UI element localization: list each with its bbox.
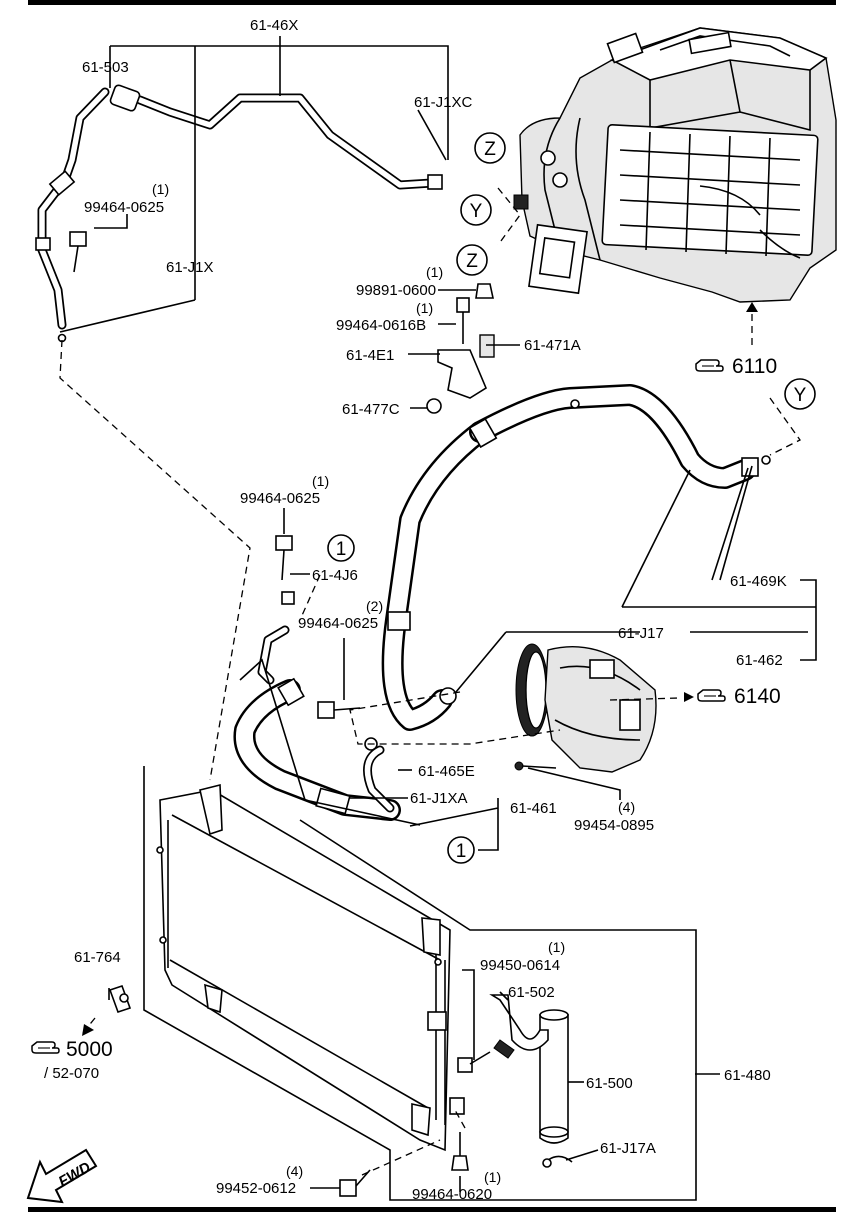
svg-text:Y: Y xyxy=(794,385,807,406)
qty-2: (2) xyxy=(366,598,383,614)
ref-6110[interactable]: 6110 xyxy=(695,355,777,378)
callout-y-right: Y xyxy=(784,378,816,410)
arrow-6140 xyxy=(684,692,694,702)
hose-61-j17 xyxy=(381,384,771,731)
svg-text:1: 1 xyxy=(456,841,467,862)
bolt-99464-0625-mid xyxy=(275,535,293,581)
bottom-frame-bar xyxy=(28,1207,836,1212)
callout-z-mid: Z xyxy=(456,244,488,276)
label-61-462: 61-462 xyxy=(736,652,783,669)
hose-61-j1xa xyxy=(233,591,401,821)
label-99452-0612: 99452-0612 xyxy=(216,1180,296,1197)
pointing-hand-icon xyxy=(31,1041,60,1054)
label-61-477c: 61-477C xyxy=(342,401,400,418)
top-frame-bar xyxy=(28,0,836,5)
qty-1f: (1) xyxy=(484,1169,501,1185)
label-99464-0625-b: 99464-0625 xyxy=(240,490,320,507)
pipe-61-46x xyxy=(109,84,443,190)
bracket-assembly xyxy=(426,283,495,414)
part-61-764 xyxy=(108,984,132,1014)
label-99464-0620: 99464-0620 xyxy=(412,1186,492,1203)
label-61-461: 61-461 xyxy=(510,800,557,817)
bolt-99454-0895 xyxy=(514,761,557,771)
callout-one-b: 1 xyxy=(447,836,475,864)
svg-text:Y: Y xyxy=(470,201,483,222)
bolt-99450-0614 xyxy=(457,1051,491,1073)
leader-lines xyxy=(59,36,817,1192)
label-61-j17a: 61-J17A xyxy=(600,1140,656,1157)
bolt-99464-0620 xyxy=(451,1132,469,1171)
bracket-box-61-461 xyxy=(239,658,421,826)
ref-5000[interactable]: 5000 / 52-070 xyxy=(31,1038,113,1082)
label-61-j1xa: 61-J1XA xyxy=(410,790,468,807)
svg-text:Z: Z xyxy=(466,251,478,272)
arrow-5000 xyxy=(82,1024,94,1036)
receiver-drier-61-500 xyxy=(539,1009,573,1168)
pointing-hand-icon xyxy=(697,689,726,702)
bracket-61-502 xyxy=(489,994,549,1059)
label-61-469k: 61-469K xyxy=(730,573,787,590)
qty-1c: (1) xyxy=(416,300,433,316)
label-61-480: 61-480 xyxy=(724,1067,771,1084)
svg-text:1: 1 xyxy=(336,539,347,560)
fwd-arrow-icon: FWD xyxy=(26,1148,98,1204)
qty-1e: (1) xyxy=(548,939,565,955)
label-61-j1x: 61-J1X xyxy=(166,259,214,276)
label-99464-0625-a: 99464-0625 xyxy=(84,199,164,216)
bolt-99464-0625-lower xyxy=(317,701,361,719)
svg-text:6110: 6110 xyxy=(732,355,777,378)
label-61-4j6: 61-4J6 xyxy=(312,567,358,584)
label-61-46x: 61-46X xyxy=(250,17,298,34)
svg-text:Z: Z xyxy=(484,139,496,160)
label-61-4e1: 61-4E1 xyxy=(346,347,394,364)
svg-text:5000: 5000 xyxy=(66,1038,113,1061)
svg-text:/ 52-070: / 52-070 xyxy=(44,1065,99,1082)
bolt-99464-0625-top xyxy=(69,231,87,273)
qty-1d: (1) xyxy=(312,473,329,489)
qty-4a: (4) xyxy=(618,799,635,815)
label-61-503: 61-503 xyxy=(82,59,129,76)
label-61-764: 61-764 xyxy=(74,949,121,966)
condenser xyxy=(156,783,465,1152)
label-61-j1xc: 61-J1XC xyxy=(414,94,473,111)
qty-4b: (4) xyxy=(286,1163,303,1179)
label-61-500: 61-500 xyxy=(586,1075,633,1092)
ref-6140[interactable]: 6140 xyxy=(697,685,781,708)
label-99464-0625-c: 99464-0625 xyxy=(298,615,378,632)
label-99464-0616b: 99464-0616B xyxy=(336,317,426,334)
label-61-j17: 61-J17 xyxy=(618,625,664,642)
bracket-box-61-480 xyxy=(143,766,697,1201)
label-61-471a: 61-471A xyxy=(524,337,581,354)
label-99450-0614: 99450-0614 xyxy=(480,957,560,974)
svg-text:6140: 6140 xyxy=(734,685,781,708)
label-99454-0895: 99454-0895 xyxy=(574,817,654,834)
callout-z-top: Z xyxy=(474,132,506,164)
compressor xyxy=(515,643,657,773)
callout-one-a: 1 xyxy=(327,534,355,562)
qty-1b: (1) xyxy=(426,264,443,280)
qty-1a: (1) xyxy=(152,181,169,197)
label-61-465e: 61-465E xyxy=(418,763,475,780)
arrow-6110 xyxy=(746,302,758,312)
pipe-61-j1x xyxy=(35,87,110,343)
label-99891-0600: 99891-0600 xyxy=(356,282,436,299)
dashed-routing-lines xyxy=(59,187,801,1176)
hvac-unit xyxy=(513,27,837,303)
pointing-hand-icon xyxy=(695,359,724,372)
callout-y-left: Y xyxy=(460,194,492,226)
label-61-502: 61-502 xyxy=(508,984,555,1001)
